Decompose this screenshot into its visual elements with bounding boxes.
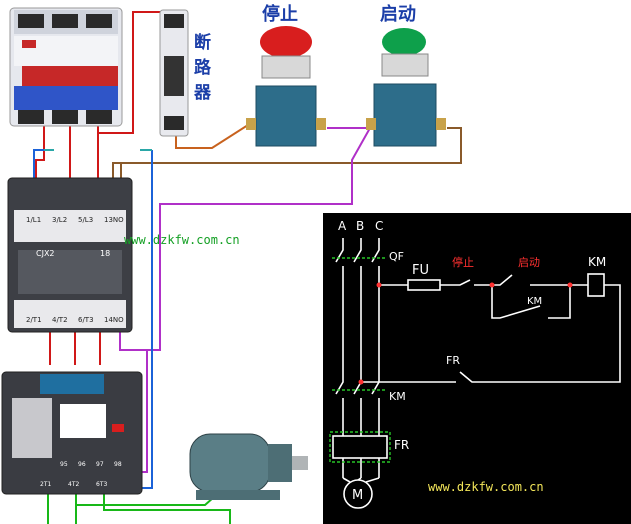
junction-dot [376,282,382,288]
junction-dot [489,282,495,288]
relay-bottom-terminal: 4T2 [68,481,79,488]
breaker-label-3: 器 [193,83,212,103]
stop-label: 停止 [262,3,298,25]
contactor-bottom-terminal: 14NO [104,316,124,324]
green-wire-3 [103,490,231,524]
start-label: 启动 [380,3,416,25]
thermal-relay [1,371,143,495]
junction-dot [567,282,573,288]
contactor-top-terminal: 13NO [104,216,124,224]
contactor-top-terminal: 1/L1 [26,216,41,224]
km-aux-label: KM [527,296,542,307]
motor [189,433,308,500]
contactor-bottom-terminal: 2/T1 [26,316,42,324]
contactor-rating: 18 [100,249,110,258]
relay-top-terminal: 98 [114,461,122,468]
stop-schematic-label: 停止 [452,255,474,269]
start-button [366,28,446,147]
fr-link-box [329,431,391,463]
fuse [407,279,441,291]
fu-label: FU [412,263,429,278]
relay-top-terminal: 96 [78,461,86,468]
orange-wire [175,124,249,149]
km-main-label: KM [389,390,406,403]
main-breaker [9,7,123,127]
junction-dot [358,379,364,385]
contactor [7,177,133,333]
motor-feed [342,477,380,483]
stop-button [246,26,326,147]
contactor-bottom-terminal: 6/T3 [78,316,94,324]
contactor-bottom-terminal: 4/T2 [52,316,68,324]
watermark-photo: www.dzkfw.com.cn [124,233,240,247]
brown-wire-1 [112,127,462,205]
fr-heater-label: FR [394,438,409,452]
breaker-label-1: 断 [194,32,211,53]
relay-bottom-terminal: 2T1 [40,481,51,488]
phase-c-label: C [375,219,383,233]
control-breaker [159,9,189,137]
qf-label: QF [389,250,404,263]
relay-top-terminal: 97 [96,461,104,468]
watermark-schematic: www.dzkfw.com.cn [428,480,544,494]
wires [33,11,462,524]
relay-top-terminal: 95 [60,461,68,468]
motor-label: M [352,488,363,503]
breaker-label-2: 路 [194,57,212,78]
contactor-model: CJX2 [36,249,55,258]
fr-heater-box [332,435,388,459]
km-coil-label: KM [588,255,606,269]
start-schematic-label: 启动 [518,256,540,269]
contactor-top-terminal: 5/L3 [78,216,93,224]
km-coil [587,273,605,297]
fr-contact-label: FR [446,354,460,367]
control-line [361,274,621,383]
phase-a-label: A [338,219,347,233]
phase-a-line [335,238,344,478]
phase-b-label: B [356,219,364,233]
schematic-panel: A B C [323,213,631,524]
relay-bottom-terminal: 6T3 [96,481,107,488]
contactor-top-terminal: 3/L2 [52,216,67,224]
